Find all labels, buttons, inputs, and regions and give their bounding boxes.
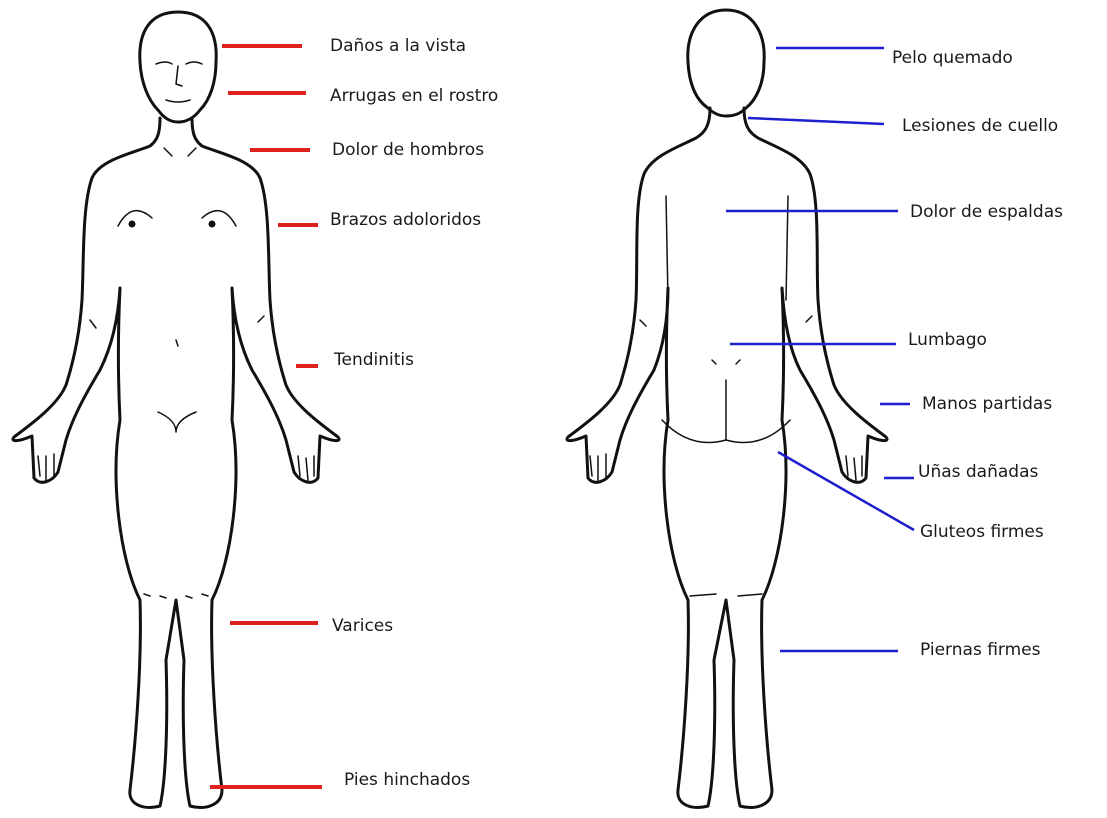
back-head-outline (688, 10, 764, 116)
back-body-figure (567, 10, 887, 807)
label-lumbago: Lumbago (908, 330, 987, 350)
label-gluteos-firmes: Gluteos firmes (920, 522, 1044, 542)
front-body-figure (13, 12, 339, 807)
pointer-line (778, 452, 914, 530)
label-varices: Varices (332, 616, 393, 636)
label-unas-danadas: Uñas dañadas (918, 462, 1038, 482)
front-pointers (210, 46, 322, 787)
label-pelo-quemado: Pelo quemado (892, 48, 1013, 68)
pointer-line (748, 118, 884, 124)
label-manos-partidas: Manos partidas (922, 394, 1052, 414)
label-brazos-adoloridos: Brazos adoloridos (330, 210, 481, 230)
label-dolor-espaldas: Dolor de espaldas (910, 202, 1063, 222)
front-torso-arms (13, 118, 339, 807)
back-pointers (726, 48, 914, 651)
label-pies-hinchados: Pies hinchados (344, 770, 470, 790)
label-dolor-hombros: Dolor de hombros (332, 140, 484, 160)
label-arrugas-rostro: Arrugas en el rostro (330, 86, 498, 106)
label-tendinitis: Tendinitis (334, 350, 414, 370)
back-torso-arms (567, 108, 887, 807)
label-danos-vista: Daños a la vista (330, 36, 466, 56)
label-piernas-firmes: Piernas firmes (920, 640, 1040, 660)
label-lesiones-cuello: Lesiones de cuello (902, 116, 1058, 136)
